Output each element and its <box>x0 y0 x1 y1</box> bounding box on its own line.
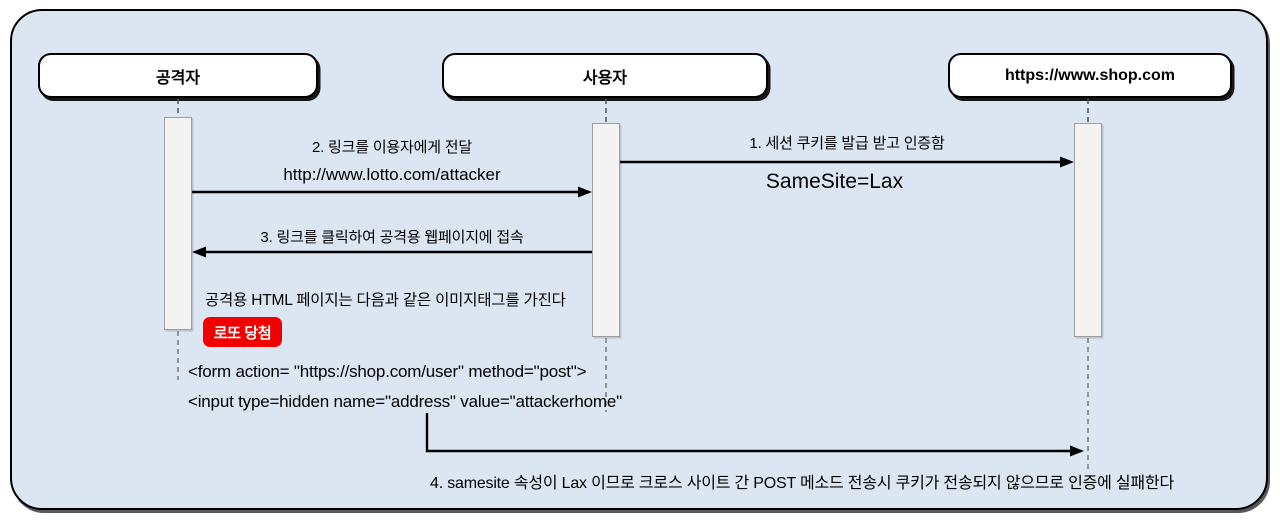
lotto-badge: 로또 당첨 <box>203 317 282 347</box>
lotto-badge-label: 로또 당첨 <box>213 324 272 342</box>
code-line-input: <input type=hidden name="address" value=… <box>188 392 622 411</box>
message-2-label: 2. 링크를 이용자에게 전달 <box>311 139 472 156</box>
message-3-label: 3. 링크를 클릭하여 공격용 웹페이지에 접속 <box>260 229 524 246</box>
actor-user: 사용자 <box>442 53 768 98</box>
actor-shop: https://www.shop.com <box>948 53 1232 98</box>
actor-attacker: 공격자 <box>38 53 318 98</box>
code-line-form: <form action= "https://shop.com/user" me… <box>188 362 587 381</box>
activation-shop <box>1074 123 1102 337</box>
message-1-label: 1. 세션 쿠키를 발급 받고 인증함 <box>749 135 945 152</box>
activation-attacker <box>164 117 192 330</box>
message-2-url-label: http://www.lotto.com/attacker <box>283 165 501 184</box>
activation-user <box>592 123 620 337</box>
message-4-label: 4. samesite 속성이 Lax 이므로 크로스 사이트 간 POST 메… <box>430 475 1174 492</box>
attack-page-note: 공격용 HTML 페이지는 다음과 같은 이미지태그를 가진다 <box>205 292 566 309</box>
actor-shop-label: https://www.shop.com <box>1004 66 1176 84</box>
actor-user-label: 사용자 <box>582 69 628 87</box>
message-1-samesite-label: SameSite=Lax <box>765 170 904 193</box>
actor-attacker-label: 공격자 <box>155 69 201 87</box>
